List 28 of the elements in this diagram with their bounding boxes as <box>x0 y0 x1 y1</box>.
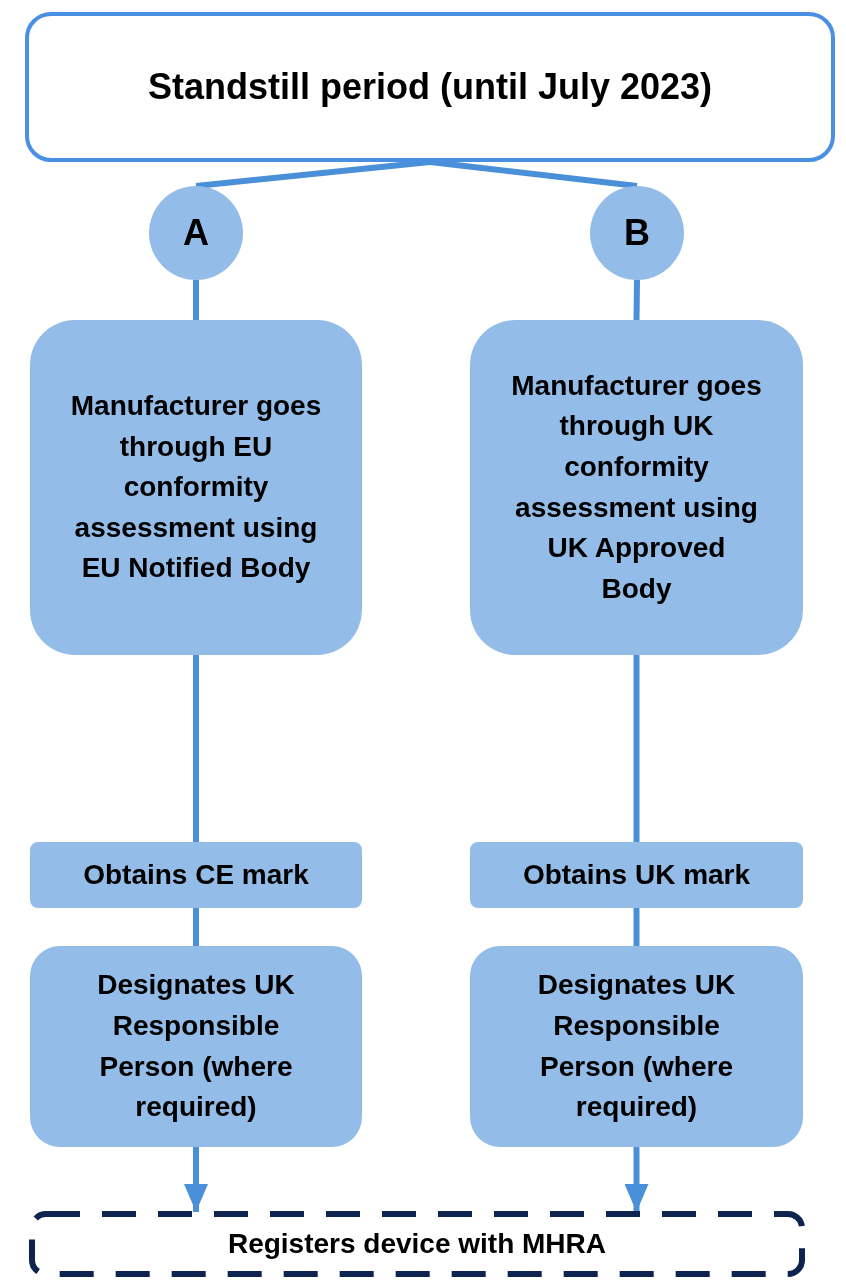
step-box <box>470 946 803 1147</box>
step-label: Standstill period (until July 2023) <box>147 64 713 109</box>
step-label: Designates UK Responsible Person (where required) <box>536 968 737 1125</box>
arrow <box>624 1147 649 1212</box>
arrow <box>184 1147 208 1212</box>
step-box <box>30 946 362 1147</box>
step-label: Manufacturer goes through UK conformity assessment using UK Approved Body <box>510 368 763 606</box>
step-box <box>470 842 803 908</box>
step-box <box>30 842 362 908</box>
step-label: Obtains UK mark <box>522 857 751 892</box>
connector-line <box>633 279 640 321</box>
registration-box <box>30 1212 804 1276</box>
connector-line <box>633 655 640 842</box>
step-label: Designates UK Responsible Person (where required) <box>96 968 296 1125</box>
connector-line <box>193 908 199 946</box>
period-box <box>25 12 835 162</box>
step-label: Registers device with MHRA <box>227 1226 607 1261</box>
step-box <box>30 320 362 655</box>
step-label: Obtains CE mark <box>83 857 309 892</box>
step-label: Manufacturer goes through EU conformity assessment using EU Notified Body <box>70 389 322 586</box>
connector-line <box>429 159 638 189</box>
connector-line <box>633 908 640 946</box>
connector-line <box>193 280 199 320</box>
step-box <box>470 320 803 655</box>
connector-line <box>193 655 199 842</box>
route-letter: A <box>183 210 209 255</box>
route-letter: B <box>624 210 650 255</box>
connector-line <box>195 159 431 189</box>
